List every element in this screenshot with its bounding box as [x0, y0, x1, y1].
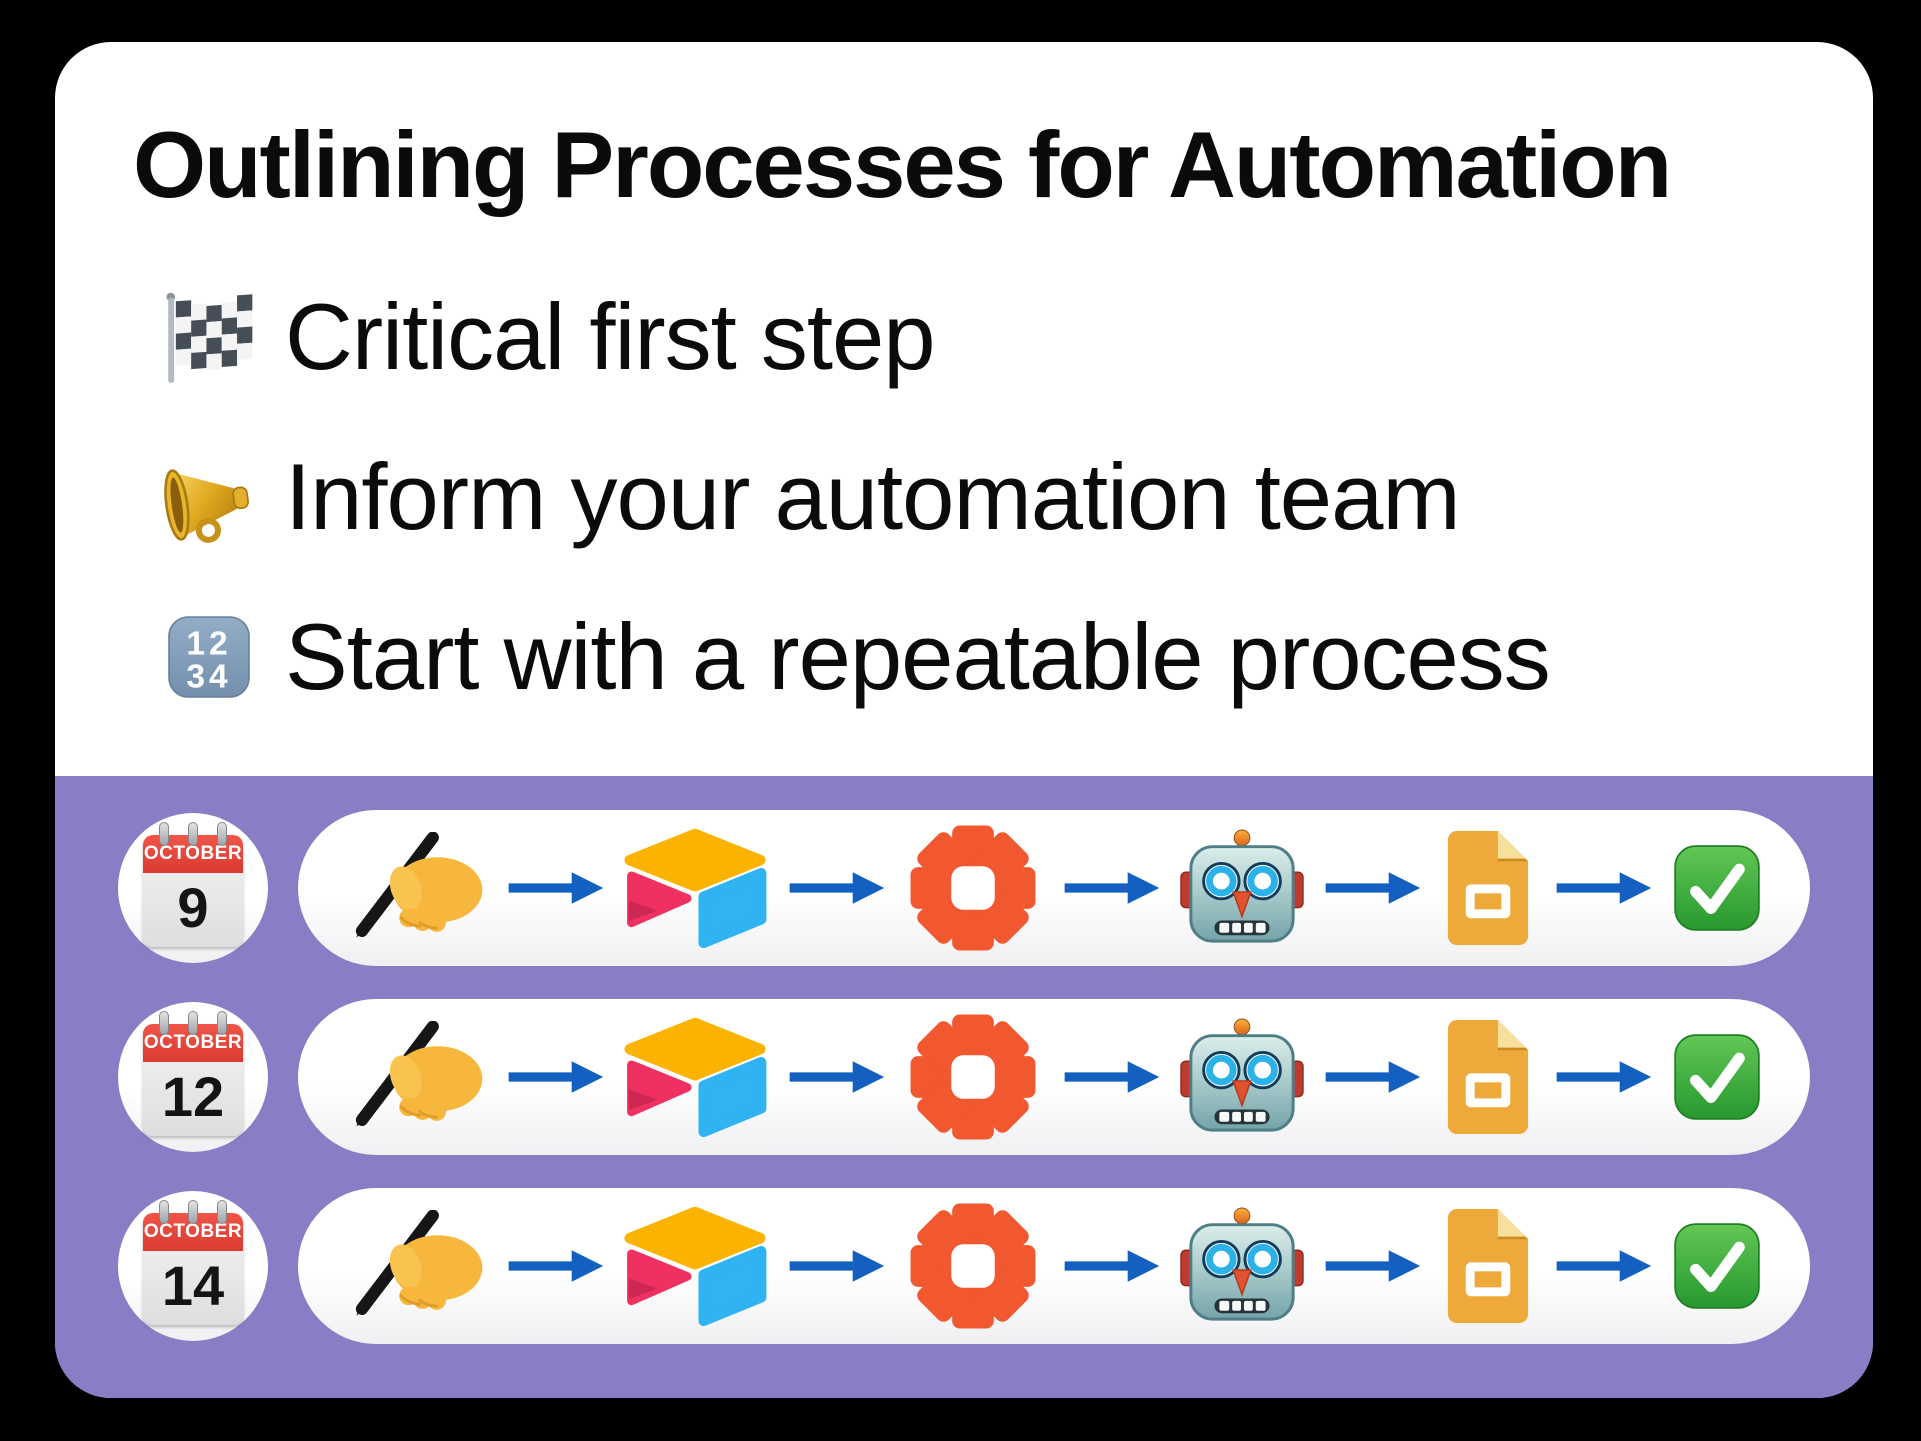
google-slides-icon [1439, 1203, 1537, 1329]
arrow-right-icon [1552, 1058, 1654, 1096]
bullet-text: Start with a repeatable process [285, 604, 1551, 710]
writing-hand-icon [346, 1210, 488, 1322]
arrow-right-icon [1060, 1058, 1162, 1096]
calendar-month: OCTOBER [143, 1213, 243, 1251]
calendar-icon: OCTOBER 12 [143, 1011, 243, 1136]
schedule-band: OCTOBER 9 [55, 776, 1873, 1398]
airtable-icon [621, 1205, 769, 1327]
zapier-icon [902, 1006, 1044, 1148]
calendar-ring [188, 1200, 198, 1224]
calendar-ring [188, 1011, 198, 1035]
arrow-right-icon [504, 1058, 606, 1096]
robot-icon [1178, 1018, 1306, 1136]
workflow-pill [298, 999, 1810, 1155]
workflow-row-oct-9: OCTOBER 9 [118, 810, 1810, 966]
arrow-right-icon [785, 1058, 887, 1096]
calendar-ring [188, 822, 198, 846]
megaphone-icon [133, 445, 285, 549]
calendar-day: 14 [161, 1254, 225, 1317]
workflow-pill [298, 1188, 1810, 1344]
arrow-right-icon [785, 1247, 887, 1285]
calendar-icon: OCTOBER 9 [143, 822, 243, 947]
arrow-right-icon [1060, 869, 1162, 907]
bullet-critical-first-step: Critical first step [133, 275, 1813, 399]
bullet-text: Inform your automation team [285, 444, 1461, 550]
arrow-right-icon [1321, 1247, 1423, 1285]
robot-icon [1178, 1207, 1306, 1325]
zapier-icon [902, 1195, 1044, 1337]
workflow-row-oct-12: OCTOBER 12 [118, 999, 1810, 1155]
check-mark-icon [1670, 1030, 1764, 1124]
arrow-right-icon [1060, 1247, 1162, 1285]
date-badge: OCTOBER 14 [118, 1191, 268, 1341]
input-numbers-icon [133, 609, 285, 705]
calendar-ring [159, 822, 169, 846]
calendar-ring [159, 1200, 169, 1224]
bullet-inform-team: Inform your automation team [133, 435, 1813, 559]
google-slides-icon [1439, 825, 1537, 951]
calendar-day: 9 [177, 876, 209, 939]
writing-hand-icon [346, 1021, 488, 1133]
airtable-icon [621, 1016, 769, 1138]
google-slides-icon [1439, 1014, 1537, 1140]
page-title: Outlining Processes for Automation [133, 112, 1672, 217]
header-section: Outlining Processes for Automation Criti… [55, 42, 1873, 719]
arrow-right-icon [785, 869, 887, 907]
robot-icon [1178, 829, 1306, 947]
date-badge: OCTOBER 12 [118, 1002, 268, 1152]
calendar-icon: OCTOBER 14 [143, 1200, 243, 1325]
arrow-right-icon [504, 1247, 606, 1285]
calendar-ring [217, 822, 227, 846]
arrow-right-icon [1321, 1058, 1423, 1096]
check-mark-icon [1670, 841, 1764, 935]
calendar-ring [159, 1011, 169, 1035]
calendar-day: 12 [161, 1065, 225, 1128]
zapier-icon [902, 817, 1044, 959]
bullet-text: Critical first step [285, 284, 936, 390]
calendar-ring [217, 1011, 227, 1035]
airtable-icon [621, 827, 769, 949]
arrow-right-icon [504, 869, 606, 907]
workflow-row-oct-14: OCTOBER 14 [118, 1188, 1810, 1344]
calendar-ring [217, 1200, 227, 1224]
checkered-flag-icon [133, 286, 285, 388]
check-mark-icon [1670, 1219, 1764, 1313]
date-badge: OCTOBER 9 [118, 813, 268, 963]
arrow-right-icon [1321, 869, 1423, 907]
bullet-repeatable-process: Start with a repeatable process [133, 595, 1813, 719]
workflow-pill [298, 810, 1810, 966]
arrow-right-icon [1552, 1247, 1654, 1285]
arrow-right-icon [1552, 869, 1654, 907]
slide-card: Outlining Processes for Automation Criti… [55, 42, 1873, 1398]
writing-hand-icon [346, 832, 488, 944]
